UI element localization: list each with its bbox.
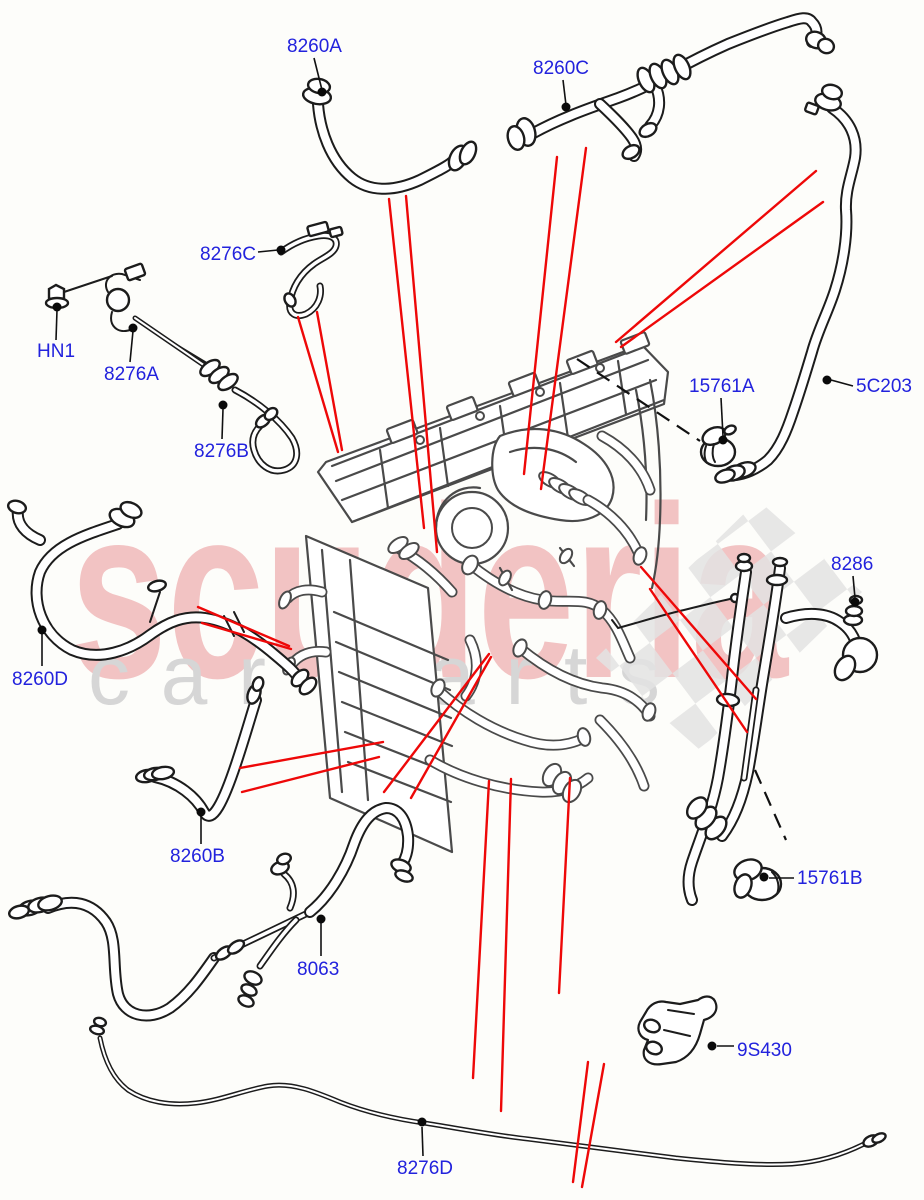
engine-assembly-drawing [278, 331, 741, 854]
valve-15761A-drawing [699, 424, 737, 468]
pipe-8276D-drawing [88, 1016, 887, 1168]
clamp-8276A-drawing [104, 262, 211, 371]
part-label-8276D[interactable]: 8276D [397, 1158, 453, 1179]
dashed-pointer-lines [576, 358, 788, 841]
valve-15761B-drawing [733, 858, 783, 902]
part-label-8260D[interactable]: 8260D [12, 669, 68, 690]
hose-8260B-drawing [134, 676, 265, 822]
label-leader-lines [37, 57, 860, 1157]
part-label-15761A[interactable]: 15761A [689, 376, 755, 397]
part-label-8260C[interactable]: 8260C [533, 58, 589, 79]
hose-8276B-drawing [199, 358, 301, 475]
hose-8063-drawing [8, 802, 415, 1022]
part-label-5C203[interactable]: 5C203 [856, 376, 912, 397]
hose-5C203-drawing [714, 83, 862, 484]
red-pointer-lines [196, 146, 825, 1189]
part-label-8276A[interactable]: 8276A [104, 364, 159, 385]
part-label-8276B[interactable]: 8276B [194, 441, 249, 462]
part-label-HN1[interactable]: HN1 [37, 341, 76, 362]
hose-8260D-drawing [6, 499, 318, 696]
watermark-checkered-flag [596, 500, 862, 750]
part-label-8260B[interactable]: 8260B [170, 846, 225, 867]
bracket-9S430-drawing [637, 995, 718, 1066]
part-label-8286[interactable]: 8286 [831, 554, 874, 575]
part-label-8276C[interactable]: 8276C [200, 244, 256, 265]
hose-8260C-drawing [506, 12, 836, 162]
hose-8260A-drawing [301, 77, 478, 195]
hose-8276C-drawing [277, 220, 344, 319]
part-label-8063[interactable]: 8063 [297, 959, 340, 980]
part-label-15761B[interactable]: 15761B [797, 868, 863, 889]
part-label-8260A[interactable]: 8260A [287, 36, 342, 57]
part-label-9S430[interactable]: 9S430 [737, 1040, 792, 1061]
